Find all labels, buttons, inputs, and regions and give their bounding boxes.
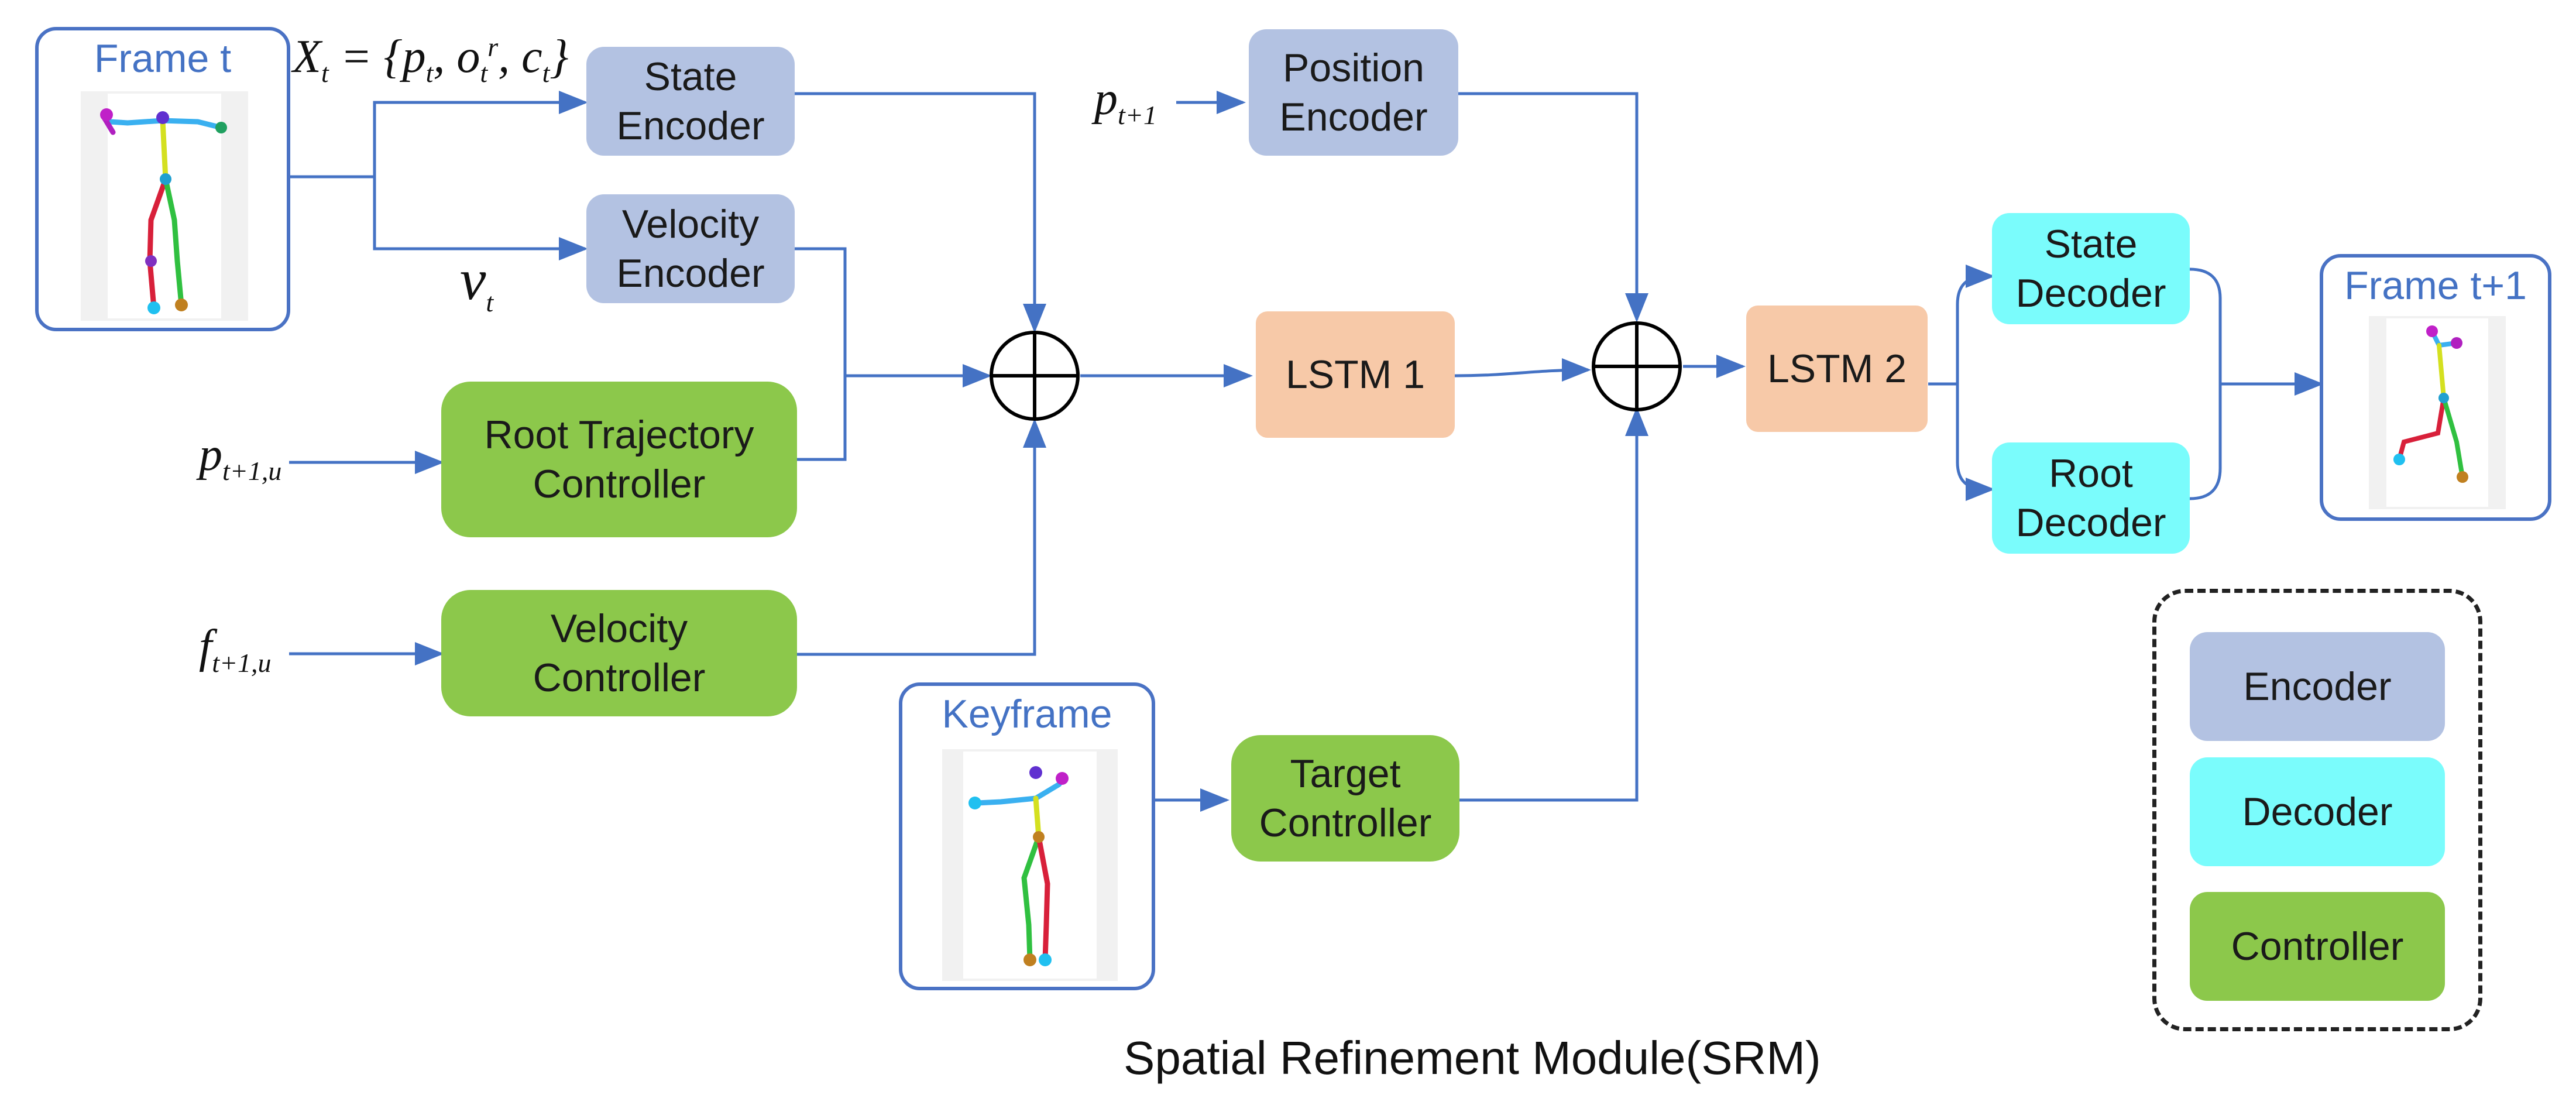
arrow-velocity-encoder-line: [795, 247, 847, 461]
root-trajectory-input-label: pt+1,u: [199, 429, 282, 486]
lstm-1: LSTM 1: [1256, 311, 1455, 438]
sum-node-2: [1592, 321, 1682, 411]
arrow-velocity-controller-to-sum1: [797, 418, 1046, 656]
sum-node-1: [990, 331, 1080, 421]
arrow-state-decoder-merge: [2189, 267, 2222, 384]
legend-encoder: Encoder: [2190, 632, 2445, 741]
keyframe-pose-image: [942, 749, 1118, 981]
lstm-2: LSTM 2: [1746, 306, 1928, 432]
velocity-controller: Velocity Controller: [441, 590, 797, 716]
velocity-input-label: vt: [460, 247, 494, 317]
skeleton-icon: [2393, 325, 2468, 483]
root-trajectory-controller: Root Trajectory Controller: [441, 382, 797, 537]
arrow-lstm1-to-sum2: [1454, 358, 1591, 382]
diagram-caption: Spatial Refinement Module(SRM): [1124, 1032, 1821, 1084]
legend-decoder: Decoder: [2190, 757, 2445, 866]
legend-controller: Controller: [2190, 892, 2445, 1001]
output-frame-title: Frame t+1: [2344, 263, 2527, 308]
keyframe-title: Keyframe: [942, 692, 1112, 736]
root-decoder: Root Decoder: [1992, 442, 2190, 554]
skeleton-icon: [968, 766, 1069, 966]
input-pose-image: [81, 91, 248, 321]
arrow-state-encoder-to-sum1: [795, 92, 1046, 333]
arrow-frame-to-state-encoder: [289, 91, 588, 179]
velocity-controller-input-label: ft+1,u: [199, 621, 272, 678]
arrow-target-to-sum2: [1459, 407, 1648, 802]
state-encoder: State Encoder: [586, 47, 795, 156]
state-decoder: State Decoder: [1992, 213, 2190, 324]
state-input-label: Xt = {pt, otr, ct}: [293, 31, 569, 88]
arrow-root-decoder-merge: [2189, 384, 2222, 500]
position-input-label: pt+1: [1094, 73, 1157, 130]
position-encoder: Position Encoder: [1249, 29, 1458, 156]
legend: [2152, 589, 2482, 1031]
arrow-frame-to-velocity-encoder: [373, 177, 588, 260]
input-frame: Frame t: [35, 27, 290, 331]
skeleton-icon: [100, 108, 227, 314]
velocity-encoder: Velocity Encoder: [586, 194, 795, 303]
output-frame: Frame t+1: [2320, 254, 2551, 521]
arrow-lstm2-to-root-decoder: [1956, 384, 1995, 501]
keyframe-frame: Keyframe: [899, 682, 1155, 990]
input-frame-title: Frame t: [94, 36, 232, 81]
arrow-lstm2-to-state-decoder: [1956, 265, 1995, 384]
output-pose-image: [2369, 316, 2506, 509]
target-controller: Target Controller: [1231, 735, 1459, 862]
arrow-position-encoder-to-sum2: [1458, 92, 1648, 322]
